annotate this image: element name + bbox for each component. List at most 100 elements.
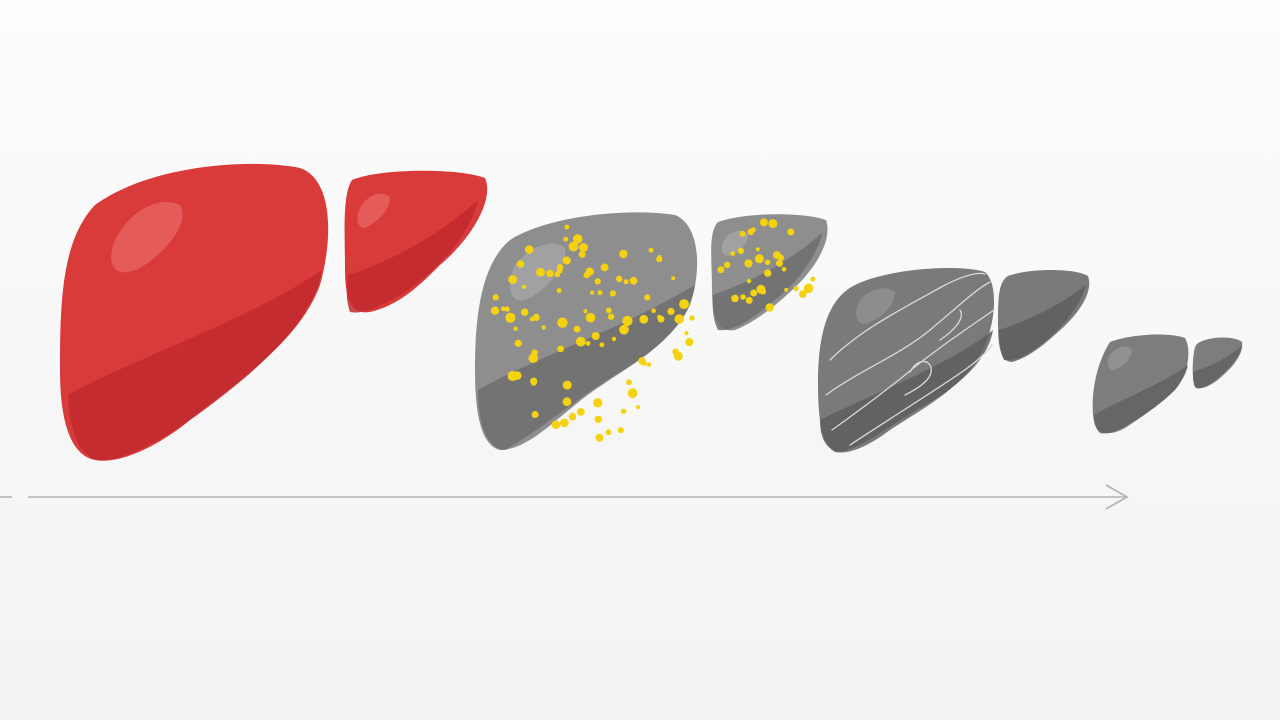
fat-deposit-dot	[745, 296, 753, 304]
fat-deposit-dot	[730, 251, 736, 256]
fat-deposit-dot	[611, 336, 617, 342]
fat-deposit-dot	[737, 247, 745, 255]
fat-deposit-dot	[532, 313, 540, 322]
healthy-liver-shadow	[68, 270, 322, 461]
scar-line	[825, 281, 991, 396]
fat-deposit-dot	[505, 312, 516, 323]
fat-deposit-dot	[765, 303, 774, 312]
fatty-liver-left-highlight	[721, 230, 748, 256]
fibrotic-liver-highlight	[856, 288, 895, 325]
fat-deposit-dot	[585, 341, 591, 346]
fat-deposit-dot	[689, 315, 695, 321]
fat-deposit-dot	[651, 308, 656, 314]
fat-deposit-dot	[556, 288, 562, 294]
fibrotic-liver	[818, 268, 1090, 453]
fat-deposit-dot	[490, 306, 500, 315]
healthy-liver-left-shadow	[346, 200, 478, 313]
fat-deposit-dot	[787, 228, 795, 236]
fat-deposit-dot	[528, 353, 539, 364]
fat-deposit-dot	[731, 294, 739, 303]
scar-line	[829, 272, 986, 361]
healthy-liver-left-highlight	[357, 193, 390, 228]
fat-deposit-dot	[504, 306, 510, 312]
fat-deposit-dot	[626, 379, 632, 386]
fat-deposit-dot	[656, 256, 663, 263]
cirrhotic-liver-highlight	[1107, 346, 1132, 370]
fat-deposit-dot	[520, 308, 529, 317]
fat-deposit-dot	[717, 266, 725, 274]
fat-deposit-dot	[575, 336, 586, 347]
fat-deposit-dot	[619, 324, 629, 335]
fat-deposit-dot	[673, 351, 683, 361]
fatty-liver	[475, 212, 828, 450]
scar-tissue-lines	[825, 272, 995, 446]
progression-arrow	[0, 484, 1129, 510]
fat-deposit-dot	[605, 429, 612, 436]
fat-deposit-dot	[522, 284, 527, 289]
fat-deposit-dot	[557, 317, 568, 328]
fat-deposit-dot	[536, 267, 545, 277]
fat-deposit-dot	[803, 283, 814, 294]
fat-deposit-dot	[671, 276, 676, 281]
fat-deposit-dot	[776, 259, 783, 267]
fat-deposit-dot	[799, 290, 807, 298]
fat-deposit-dot	[768, 219, 778, 229]
fat-deposit-dot	[623, 279, 629, 285]
fat-deposit-dot	[590, 290, 595, 295]
healthy-liver-highlight	[111, 201, 183, 273]
fatty-liver-left-shadow	[712, 232, 823, 331]
scar-line	[849, 344, 993, 446]
fat-deposit-dot	[546, 269, 554, 278]
fat-deposit-dot	[551, 420, 561, 430]
fibrotic-liver-left-shadow	[999, 285, 1086, 361]
fat-deposit-dot	[576, 408, 585, 416]
fat-deposit-dot	[607, 313, 615, 320]
fat-deposit-dot	[578, 250, 586, 258]
fat-deposit-dot	[764, 259, 771, 265]
healthy-liver	[60, 163, 488, 461]
fat-deposit-dot	[583, 271, 591, 279]
fat-deposit-dot	[530, 377, 538, 385]
fat-deposit-dot	[667, 307, 675, 316]
fat-deposit-dot	[744, 259, 753, 268]
fat-deposit-dot	[600, 263, 609, 272]
fat-deposit-dot	[750, 289, 758, 297]
fat-deposit-dot	[759, 218, 768, 227]
fat-deposit-dot	[629, 276, 638, 285]
fat-deposit-dot	[793, 285, 799, 292]
fat-deposit-dot	[773, 251, 781, 260]
fat-deposit-dot	[635, 405, 641, 410]
fat-deposit-dot	[784, 287, 789, 292]
fat-deposit-dot	[562, 397, 572, 407]
fat-deposit-dot	[622, 315, 633, 326]
fat-deposit-dot	[594, 415, 603, 423]
cirrhotic-liver-shadow	[1094, 365, 1188, 434]
fat-deposit-dot	[616, 275, 623, 283]
fat-deposit-dot	[639, 314, 649, 324]
fat-deposit-dot	[573, 325, 581, 333]
fat-deposit-dot	[621, 408, 627, 414]
scar-line	[939, 309, 962, 341]
fat-deposit-dot	[492, 294, 499, 301]
fat-deposit-dot	[559, 418, 569, 428]
fat-deposit-dot	[500, 306, 506, 312]
fat-deposit-dot	[638, 357, 646, 365]
fat-deposit-dot	[627, 388, 638, 399]
fat-deposit-dot	[541, 325, 546, 330]
fat-deposit-dot	[508, 275, 518, 284]
fat-deposit-dot	[679, 299, 690, 310]
fat-deposit-dot	[599, 342, 605, 348]
fat-deposit-dot	[764, 269, 772, 277]
fat-deposit-dot	[516, 260, 525, 268]
fat-deposit-dot	[554, 271, 561, 278]
fat-deposit-dot	[585, 312, 596, 323]
fat-deposit-dot	[595, 433, 604, 442]
fat-deposit-dot	[591, 332, 600, 340]
fat-deposit-dot	[644, 294, 651, 301]
fat-deposit-dot	[524, 245, 534, 254]
fat-deposit-dot	[810, 276, 816, 282]
fat-deposit-dot	[781, 266, 787, 272]
fat-deposit-dot	[529, 316, 535, 322]
fat-deposit-dot	[597, 290, 603, 296]
fat-deposit-dot	[593, 398, 603, 408]
